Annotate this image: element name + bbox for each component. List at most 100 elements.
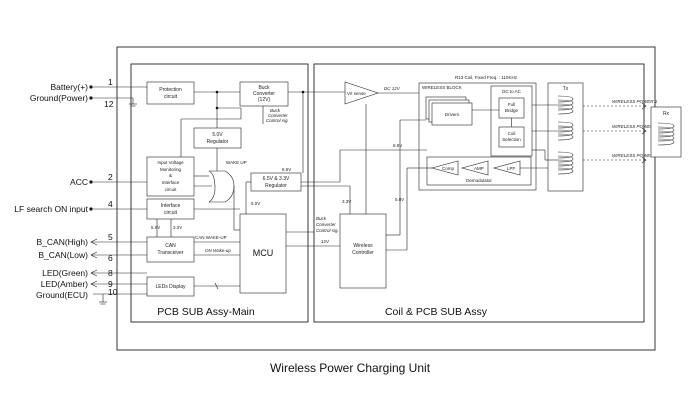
pin-number: 8 (108, 268, 113, 278)
signal-label: WAKE UP (226, 160, 247, 165)
block-label: Coil (508, 131, 516, 136)
rx-coil-block: Rx (650, 106, 682, 158)
pin-can-high: B_CAN(High) 5 (37, 232, 147, 247)
block-label: DC to AC (502, 89, 522, 94)
block-label: & (169, 173, 172, 178)
block-label: MCU (253, 248, 274, 258)
pin-number: 4 (108, 199, 113, 209)
pin-number: 5 (108, 232, 113, 242)
coil-1 (557, 95, 574, 115)
unit-outline (116, 46, 656, 351)
regulator-5v-block: 5.0V Regulator (193, 127, 242, 149)
signal-label: 3.3V (342, 199, 351, 204)
block-label: Controller (352, 250, 374, 256)
pin-led-green: LED(Green) 8 (42, 268, 147, 278)
signal-label: Buck (316, 216, 327, 221)
block-label: Converter (253, 91, 275, 97)
pin-label: B_CAN(High) (37, 237, 89, 247)
signal-label: 3.3V (173, 225, 182, 230)
pin-ground-ecu: Ground(ECU) 10 (36, 287, 147, 305)
buck-converter-block: Buck Converter (12V) (239, 81, 289, 107)
block-label: AMP (474, 166, 484, 171)
block-label: Protection (159, 87, 182, 93)
signal-label: 12V (321, 239, 329, 244)
pin-label: LED(Amber) (41, 279, 88, 289)
leds-display-block: LEDs Display (146, 276, 195, 297)
pin-ground-power: Ground(Power) 12 (30, 93, 137, 109)
signal-label: CAN WAKE-UP (195, 235, 227, 240)
full-bridge-block: Full Bridge (498, 97, 525, 119)
block-label: circuit (164, 94, 178, 100)
pin-label: Battery(+) (50, 82, 88, 92)
amp-stage: AMP (460, 160, 489, 176)
signal-label: ON Wake-up (205, 248, 231, 253)
protection-circuit-block: Protection circuit (146, 81, 195, 105)
signal-label: 5.0V (151, 225, 160, 230)
block-label: (12V) (258, 97, 271, 103)
pin-can-low: B_CAN(Low) 6 (38, 250, 147, 263)
pin-number: 10 (108, 287, 118, 297)
signal-label: Buck (270, 108, 281, 113)
coil-frequency-label: R13 Coil, Fixed Freq. : 110KHz (455, 75, 518, 80)
pin-label: LED(Green) (42, 268, 88, 278)
signal-label: Converter (316, 222, 336, 227)
demodulator-block: Demodulator (426, 156, 532, 186)
block-label: 6.5V & 3.3V (263, 176, 290, 182)
wireless-controller-block: Wireless Controller (339, 213, 387, 289)
pin-number: 2 (108, 172, 113, 182)
pin-number: 12 (104, 99, 114, 109)
pin-label: Ground(ECU) (36, 290, 88, 300)
comp-stage: Comp (430, 160, 459, 176)
mcu-block: MCU (239, 213, 287, 294)
signal-label: 5.0V (251, 201, 260, 206)
block-label: 5.0V (212, 132, 223, 138)
block-label: Bridge (505, 108, 519, 113)
vi-sense-amplifier: V/I sense (344, 81, 379, 105)
signal-label: Control sig. (316, 228, 339, 233)
main-pcb-section (130, 63, 309, 323)
input-monitor-block: Input Voltage Monitoring & Interface cir… (146, 156, 195, 197)
signal-label: 5.0V (395, 197, 404, 202)
signal-label: WIRELESS POWER 3 (612, 153, 658, 158)
block-label: circuit (165, 187, 178, 192)
block-label: circuit (164, 210, 178, 216)
block-label: Regulator (265, 183, 287, 189)
pin-acc: ACC 2 (70, 172, 147, 187)
pin-number: 1 (108, 77, 113, 87)
block-label: Selection (502, 137, 521, 142)
coil-pcb-title: Coil & PCB SUB Assy (385, 306, 488, 318)
pin-label: LF search ON input (14, 204, 88, 214)
signal-label: 6.5V (282, 167, 291, 172)
coil-selection-block: Coil Selection (498, 126, 525, 148)
pin-led-amber: LED(Amber) 9 (41, 279, 147, 289)
block-label: V/I sense (347, 91, 366, 96)
block-label: Tx (563, 86, 569, 92)
pin-label: B_CAN(Low) (38, 250, 88, 260)
signal-label: Control sig. (266, 118, 289, 123)
pin-number: 6 (108, 253, 113, 263)
diagram-caption: Wireless Power Charging Unit (270, 361, 431, 375)
block-label: Buck (258, 85, 270, 91)
block-label: LPF (507, 166, 516, 171)
block-label: Wireless (353, 243, 373, 249)
pin-number: 9 (108, 279, 113, 289)
pin-label: ACC (70, 177, 88, 187)
coil-2 (557, 121, 574, 141)
block-label: WIRELESS BLOCK (422, 85, 462, 90)
coil-3 (557, 151, 574, 175)
block-label: Regulator (207, 139, 229, 145)
signal-label: WIRELESS POWER 1 (612, 99, 658, 104)
drivers-block: Drivers (425, 96, 473, 126)
block-label: Full (508, 102, 515, 107)
block-label: Input Voltage (157, 160, 184, 165)
block-label: Interface (162, 180, 180, 185)
tx-coil-array: Tx (547, 82, 584, 192)
signal-label: WIRELESS POWER 2 (612, 124, 658, 129)
pin-label: Ground(Power) (30, 93, 88, 103)
block-label: Rx (663, 111, 670, 117)
block-label: Interface (161, 203, 181, 209)
signal-label: Converter (268, 113, 288, 118)
coil-pcb-section (313, 63, 645, 323)
or-gate-symbol (208, 170, 235, 203)
